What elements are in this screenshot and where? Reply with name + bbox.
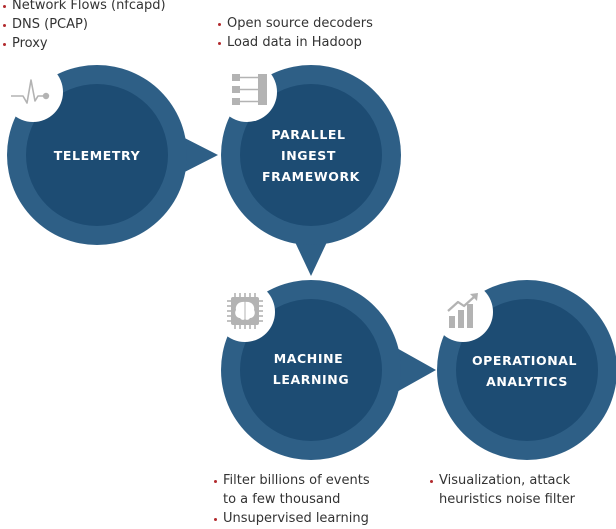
operational-analytics-bullets: Visualization, attack heuristics noise f… xyxy=(429,471,575,509)
list-item: Network Flows (nfcapd) xyxy=(2,0,166,15)
list-item: Open source decoders xyxy=(217,14,373,33)
list-item: Load data in Hadoop xyxy=(217,33,373,52)
bar-chart-trend-icon xyxy=(447,293,478,328)
badge-parallel-ingest xyxy=(217,62,277,122)
list-item: Visualization, attack heuristics noise f… xyxy=(429,471,575,509)
ingest-tree-icon xyxy=(232,74,267,105)
pulse-waveform-icon xyxy=(11,79,50,104)
stage-telemetry: TELEMETRY xyxy=(3,62,187,245)
list-item: Unsupervised learning xyxy=(213,509,370,528)
list-item: Filter billions of events to a few thous… xyxy=(213,471,370,509)
telemetry-bullets: Network Flows (nfcapd) DNS (PCAP) Proxy xyxy=(2,0,166,53)
list-item: Proxy xyxy=(2,34,166,53)
list-item: DNS (PCAP) xyxy=(2,15,166,34)
ingest-bullets: Open source decoders Load data in Hadoop xyxy=(217,14,373,52)
stage-label-machine-learning: MACHINE LEARNING xyxy=(273,351,349,387)
stage-machine-learning: MACHINE LEARNING xyxy=(215,280,401,460)
stage-label-telemetry: TELEMETRY xyxy=(54,148,141,163)
stage-label-parallel-ingest-framework: PARALLEL INGEST FRAMEWORK xyxy=(262,127,361,184)
stage-label-operational-analytics: OPERATIONAL ANALYTICS xyxy=(472,353,582,389)
stage-operational-analytics: OPERATIONAL ANALYTICS xyxy=(433,280,616,460)
brain-chip-icon xyxy=(227,293,263,329)
machine-learning-bullets: Filter billions of events to a few thous… xyxy=(213,471,370,528)
stage-parallel-ingest-framework: PARALLEL INGEST FRAMEWORK xyxy=(217,62,401,245)
